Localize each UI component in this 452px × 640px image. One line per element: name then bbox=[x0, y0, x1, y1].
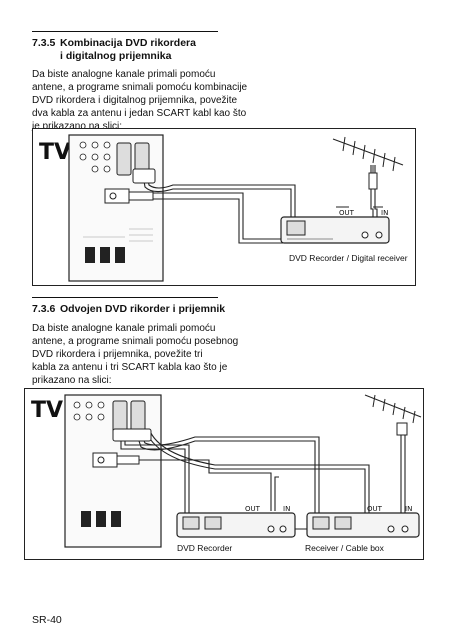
out-label: OUT bbox=[245, 505, 261, 513]
hdmi-port bbox=[111, 511, 121, 527]
hdmi-port bbox=[100, 247, 110, 263]
antenna-icon bbox=[332, 136, 404, 173]
section-heading: 7.3.5 Kombinacija DVD rikordera i digital… bbox=[32, 37, 196, 63]
body-line: je prikazano na slici: bbox=[32, 121, 123, 132]
body-line: antene, a programe snimali pomoću kombin… bbox=[32, 82, 248, 93]
hdmi-port bbox=[81, 511, 91, 527]
antenna-plug bbox=[116, 455, 140, 465]
body-line: Da biste analogne kanale primali pomoću bbox=[32, 323, 216, 334]
scart-plug bbox=[112, 428, 152, 442]
antenna-icon bbox=[364, 394, 422, 424]
caption-right: Receiver / Cable box bbox=[305, 543, 384, 553]
section-title: Odvojen DVD rikorder i prijemnik bbox=[60, 303, 226, 315]
body-line: DVD rikordera i digitalnog prijemnika, p… bbox=[32, 95, 238, 106]
section-rule-top bbox=[32, 297, 218, 298]
body-line: Da biste analogne kanale primali pomoću bbox=[32, 69, 216, 80]
hdmi-port bbox=[85, 247, 95, 263]
section-number: 7.3.6 bbox=[32, 303, 56, 315]
section-heading: 7.3.6 Odvojen DVD rikorder i prijemnik bbox=[32, 303, 225, 316]
antenna-port bbox=[92, 452, 118, 468]
hdmi-port bbox=[115, 247, 125, 263]
in-label: IN bbox=[381, 209, 388, 217]
out-label: OUT bbox=[339, 209, 355, 217]
connection-diagram-2: TV bbox=[24, 388, 424, 560]
section-title-continued: i digitalnog prijemnika bbox=[60, 50, 172, 62]
device-caption: DVD Recorder / Digital receiver bbox=[289, 253, 408, 263]
tv-label: TV bbox=[31, 398, 63, 423]
in-label: IN bbox=[405, 505, 412, 513]
section-rule-top bbox=[32, 31, 218, 32]
section-body: Da biste analogne kanale primali pomoću … bbox=[32, 322, 239, 387]
out-label: OUT bbox=[367, 505, 383, 513]
body-line: kabla za antenu i tri SCART kabla kao št… bbox=[32, 362, 228, 373]
hdmi-port bbox=[96, 511, 106, 527]
section-number: 7.3.5 bbox=[32, 37, 56, 49]
diagram-drawing: TV bbox=[31, 394, 422, 548]
caption-left: DVD Recorder bbox=[177, 543, 233, 553]
connection-diagram-1: TV bbox=[32, 128, 416, 286]
in-label: IN bbox=[283, 505, 290, 513]
section-title: Kombinacija DVD rikordera bbox=[60, 37, 196, 49]
body-line: DVD rikordera i prijemnika, povežite tri bbox=[32, 349, 203, 360]
body-line: prikazano na slici: bbox=[32, 375, 112, 386]
tv-label: TV bbox=[39, 140, 71, 165]
body-line: dva kabla za antenu i jedan SCART kabl k… bbox=[32, 108, 247, 119]
scart-port bbox=[116, 142, 132, 176]
antenna-plug bbox=[128, 191, 154, 201]
diagram-drawing: TV bbox=[39, 134, 404, 282]
section-body: Da biste analogne kanale primali pomoću … bbox=[32, 68, 248, 133]
page-number: SR-40 bbox=[32, 614, 62, 626]
antenna-port bbox=[104, 188, 130, 204]
body-line: antene, a programe snimali pomoću posebn… bbox=[32, 336, 239, 347]
scart-plug bbox=[132, 168, 156, 184]
